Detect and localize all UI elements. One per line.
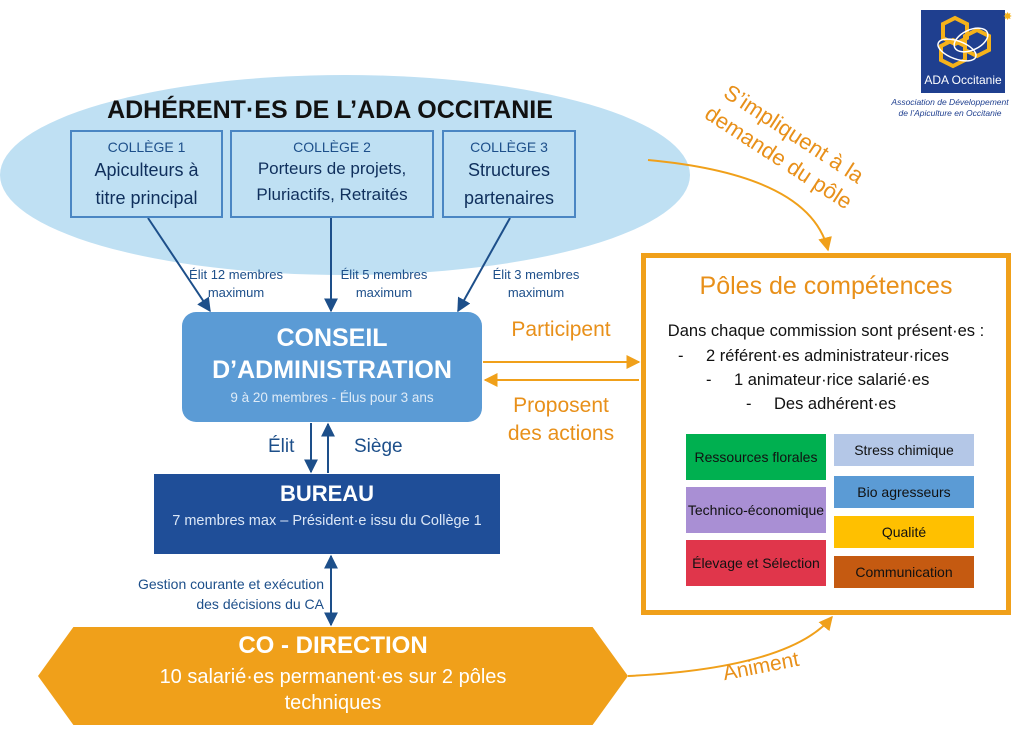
logo-caption-line1: Association de Développement — [891, 97, 1009, 107]
bureau-title: BUREAU — [279, 481, 375, 506]
poles-competences-box: Pôles de compétences Dans chaque commiss… — [641, 253, 1011, 615]
gestion-line2: des décisions du CA — [196, 596, 324, 612]
bee-icon: ✸ — [1003, 11, 1013, 23]
college-3-line1: Structures — [467, 160, 551, 180]
college-2-line2: Pluriactifs, Retraités — [256, 185, 408, 204]
college-3-line2: partenaires — [463, 188, 555, 208]
election-3-line1: Élit 3 membres — [492, 267, 580, 282]
poles-item-1: - 2 référent·es administrateur·rices — [678, 347, 949, 366]
ada-logo: ADA Occitanie — [921, 10, 1005, 93]
commission-ressources-florales: Ressources florales — [686, 434, 826, 480]
college-1-line1: Apiculteurs à — [94, 160, 199, 180]
poles-item-2-dash: - — [706, 371, 712, 389]
bureau-box: BUREAU 7 membres max – Président·e issu … — [154, 474, 500, 554]
college-3-title: COLLÈGE 3 — [470, 139, 548, 155]
college-2-line1: Porteurs de projets, — [257, 159, 407, 178]
poles-item-2-label: 1 animateur·rice salarié·es — [734, 371, 930, 389]
commission-technico-economique: Technico-économique — [686, 487, 826, 533]
codirection-title: CO - DIRECTION — [238, 632, 428, 659]
commission-qualite: Qualité — [834, 516, 974, 548]
conseil-title-line2: D’ADMINISTRATION — [212, 356, 452, 384]
election-label-3: Élit 3 membres maximum — [484, 266, 588, 302]
poles-intro: Dans chaque commission sont présent·es : — [667, 322, 985, 340]
conseil-subtitle: 9 à 20 membres - Élus pour 3 ans — [230, 390, 434, 405]
election-2-line2: maximum — [355, 285, 413, 300]
codirection-box: CO - DIRECTION 10 salarié·es permanent·e… — [38, 627, 628, 725]
conseil-administration-box: CONSEIL D’ADMINISTRATION 9 à 20 membres … — [182, 312, 482, 422]
logo-caption-line2: de l’Apiculture en Occitanie — [898, 108, 1002, 118]
label-participent: Participent — [511, 318, 611, 341]
college-1-box: COLLÈGE 1 Apiculteurs à titre principal — [70, 130, 223, 218]
poles-title: Pôles de compétences — [699, 272, 953, 300]
conseil-title-line1: CONSEIL — [276, 324, 388, 352]
college-1-title: COLLÈGE 1 — [107, 139, 186, 155]
codirection-line2: techniques — [284, 692, 382, 714]
gestion-line1: Gestion courante et exécution — [137, 576, 324, 592]
logo-caption: Association de Développement de l’Apicul… — [880, 97, 1020, 119]
commission-elevage-selection: Élevage et Sélection — [686, 540, 826, 586]
gestion-label: Gestion courante et exécution des décisi… — [98, 574, 324, 614]
college-2-title: COLLÈGE 2 — [293, 139, 371, 155]
election-label-1: Élit 12 membres maximum — [180, 266, 292, 302]
commission-bio-agresseurs: Bio agresseurs — [834, 476, 974, 508]
honeycomb-icon — [937, 15, 991, 69]
college-2-box: COLLÈGE 2 Porteurs de projets, Pluriacti… — [230, 130, 434, 218]
arrow-animent — [627, 615, 833, 677]
bureau-subtitle: 7 membres max – Président·e issu du Coll… — [172, 513, 482, 529]
poles-item-2: - 1 animateur·rice salarié·es — [706, 371, 929, 390]
adherents-title: ADHÉRENT·ES DE L’ADA OCCITANIE — [107, 96, 553, 124]
arrow-impliquent — [647, 159, 832, 252]
election-1-line2: maximum — [207, 285, 265, 300]
proposent-line1: Proposent — [513, 394, 609, 417]
label-elit: Élit — [268, 436, 295, 457]
election-3-line2: maximum — [507, 285, 565, 300]
codirection-line1: 10 salarié·es permanent·es sur 2 pôles — [159, 666, 507, 688]
commission-communication: Communication — [834, 556, 974, 588]
poles-item-3: - Des adhérent·es — [746, 395, 896, 414]
college-3-box: COLLÈGE 3 Structures partenaires — [442, 130, 576, 218]
college-1-line2: titre principal — [95, 188, 198, 208]
commission-stress-chimique: Stress chimique — [834, 434, 974, 466]
label-siege: Siège — [354, 436, 403, 457]
poles-item-3-label: Des adhérent·es — [774, 395, 896, 413]
label-proposent: Proposent des actions — [494, 392, 628, 448]
election-2-line1: Élit 5 membres — [340, 267, 428, 282]
proposent-line2: des actions — [507, 422, 615, 445]
election-1-line1: Élit 12 membres — [189, 267, 283, 282]
poles-item-3-dash: - — [746, 395, 752, 413]
election-label-2: Élit 5 membres maximum — [330, 266, 438, 302]
arrow-college3-ca — [457, 217, 511, 313]
poles-item-1-dash: - — [678, 347, 684, 365]
arrow-college1-ca — [147, 217, 211, 313]
logo-name: ADA Occitanie — [924, 73, 1002, 87]
poles-item-1-label: 2 référent·es administrateur·rices — [706, 347, 950, 365]
